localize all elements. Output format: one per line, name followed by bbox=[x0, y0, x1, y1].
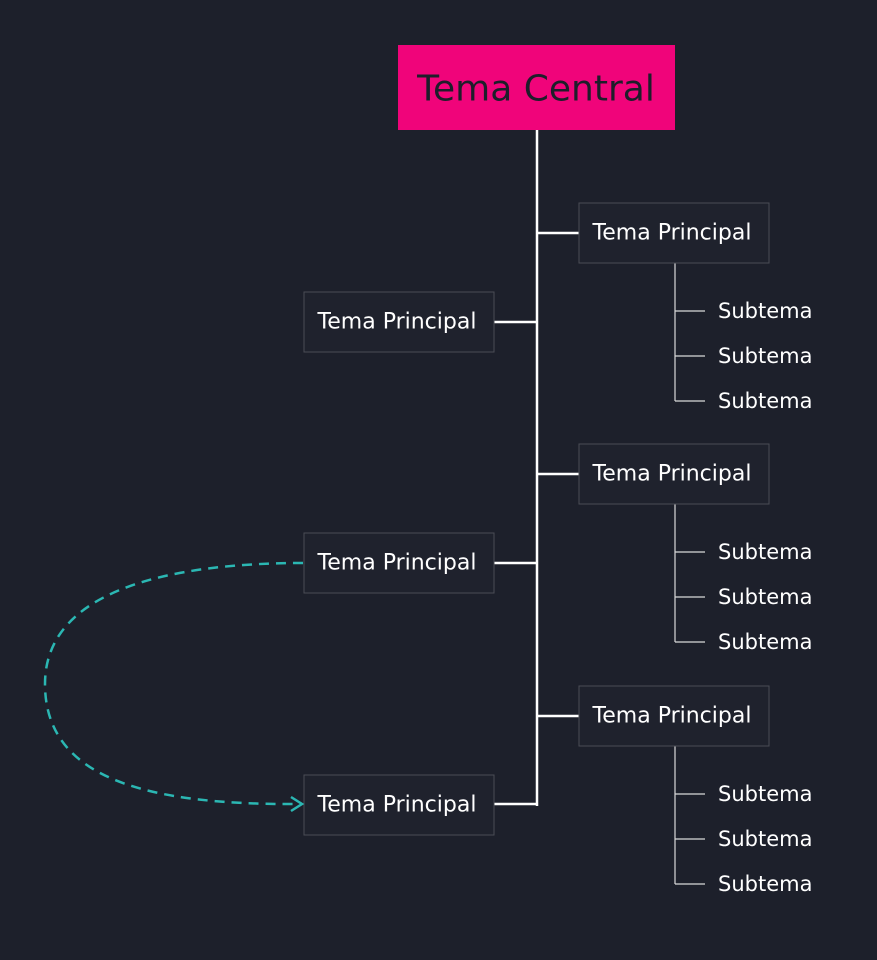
main-topic-right-1[interactable]: Tema Principal bbox=[578, 202, 770, 264]
subtopic-label[interactable]: Subtema bbox=[718, 540, 812, 564]
relationship-curve[interactable] bbox=[43, 561, 304, 806]
main-topic-box[interactable] bbox=[303, 774, 495, 836]
subtopic-label[interactable]: Subtema bbox=[718, 872, 812, 896]
subtopic-label[interactable]: Subtema bbox=[718, 827, 812, 851]
main-topic-left-1[interactable]: Tema Principal bbox=[303, 291, 495, 353]
subtopic-label[interactable]: Subtema bbox=[718, 585, 812, 609]
main-connectors bbox=[494, 130, 579, 806]
subtopic-label[interactable]: Subtema bbox=[718, 344, 812, 368]
subtopic-connectors bbox=[674, 263, 705, 885]
main-topic-left-3[interactable]: Tema Principal bbox=[303, 774, 495, 836]
main-topic-box[interactable] bbox=[303, 291, 495, 353]
central-topic-box[interactable] bbox=[398, 45, 675, 130]
main-topic-box[interactable] bbox=[578, 685, 770, 747]
main-topic-right-3[interactable]: Tema Principal bbox=[578, 685, 770, 747]
main-topic-box[interactable] bbox=[303, 532, 495, 594]
main-topic-label: Tema Principal bbox=[592, 462, 752, 487]
main-topic-label: Tema Principal bbox=[317, 793, 477, 818]
subtopics-right-1: Subtema Subtema Subtema bbox=[718, 299, 812, 413]
central-topic-label: Tema Central bbox=[416, 69, 655, 110]
main-topic-label: Tema Principal bbox=[592, 704, 752, 729]
main-topic-label: Tema Principal bbox=[317, 551, 477, 576]
subtopic-label[interactable]: Subtema bbox=[718, 389, 812, 413]
subtopics-right-2: Subtema Subtema Subtema bbox=[718, 540, 812, 654]
main-topic-label: Tema Principal bbox=[317, 310, 477, 335]
subtopics-right-3: Subtema Subtema Subtema bbox=[718, 782, 812, 896]
main-topic-box[interactable] bbox=[578, 443, 770, 505]
main-topic-left-2[interactable]: Tema Principal bbox=[303, 532, 495, 594]
subtopic-label[interactable]: Subtema bbox=[718, 299, 812, 323]
subtopic-label[interactable]: Subtema bbox=[718, 630, 812, 654]
central-topic[interactable]: Tema Central bbox=[398, 45, 675, 130]
main-topic-label: Tema Principal bbox=[592, 221, 752, 246]
arrowhead-icon bbox=[290, 795, 305, 813]
main-topic-box[interactable] bbox=[578, 202, 770, 264]
main-topic-right-2[interactable]: Tema Principal bbox=[578, 443, 770, 505]
relationship-arrow[interactable] bbox=[43, 561, 305, 813]
subtopic-label[interactable]: Subtema bbox=[718, 782, 812, 806]
